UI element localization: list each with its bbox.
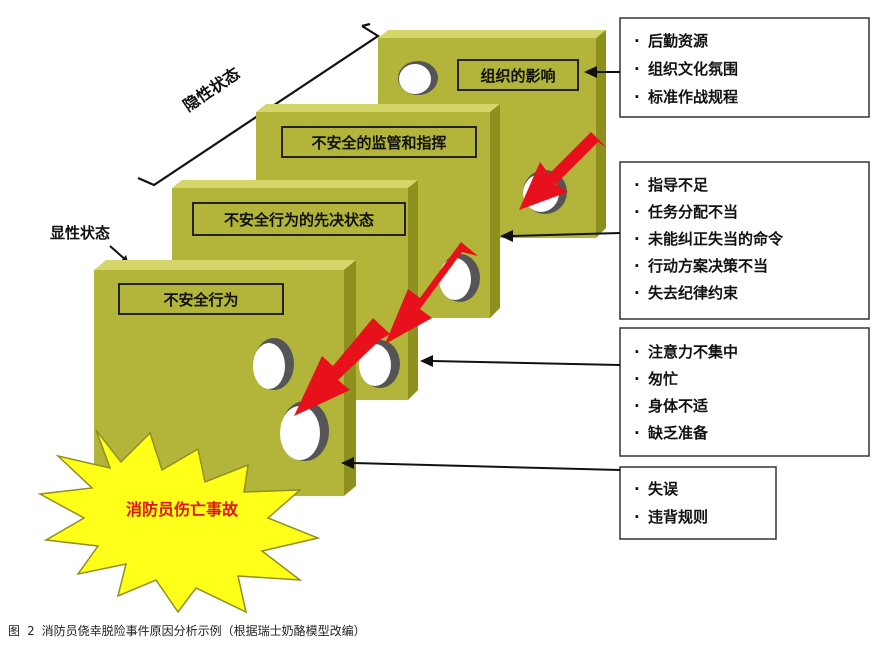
figure-caption: 图 2 消防员侥幸脱险事件原因分析示例（根据瑞士奶酪模型改编） bbox=[8, 624, 366, 638]
factor-box-preconditions: · 注意力不集中 · 匆忙 · 身体不适 · 缺乏准备 bbox=[619, 327, 870, 457]
hazard-trajectory bbox=[294, 132, 607, 416]
trajectory-arrow bbox=[519, 132, 607, 210]
factor-item: 缺乏准备 bbox=[647, 424, 709, 442]
layer-side bbox=[344, 260, 356, 496]
factor-box bbox=[619, 466, 777, 540]
factor-bullet: · bbox=[634, 176, 640, 194]
connector-arrowhead bbox=[500, 230, 513, 242]
latent-bracket-tip-top bbox=[361, 22, 371, 28]
factor-box bbox=[619, 17, 870, 118]
factor-bullet: · bbox=[634, 257, 640, 275]
layer-side bbox=[490, 104, 500, 318]
factor-box-unsafe-acts: · 失误 · 违背规则 bbox=[619, 466, 777, 540]
layer-label: 组织的影响 bbox=[480, 67, 555, 85]
layer-label: 不安全行为 bbox=[163, 291, 238, 309]
factor-bullet: · bbox=[634, 60, 640, 78]
factor-item: 匆忙 bbox=[647, 370, 678, 388]
factor-item: 未能纠正失当的命令 bbox=[647, 230, 784, 248]
factor-item: 注意力不集中 bbox=[648, 343, 738, 361]
cheese-hole bbox=[359, 344, 391, 386]
connector-arrowhead bbox=[420, 355, 433, 367]
factor-bullet: · bbox=[634, 88, 640, 106]
connector-arrowhead bbox=[584, 66, 597, 78]
factor-bullet: · bbox=[634, 230, 640, 248]
connector-line bbox=[431, 360, 621, 366]
factor-item: 身体不适 bbox=[648, 397, 708, 415]
factor-box bbox=[619, 161, 870, 320]
layer-top bbox=[256, 104, 500, 112]
layer-label-box bbox=[457, 59, 579, 91]
factor-box bbox=[619, 327, 870, 457]
layer-label-box bbox=[192, 202, 406, 236]
active-label: 显性状态 bbox=[50, 224, 110, 242]
factor-bullet: · bbox=[634, 480, 640, 498]
factor-bullet: · bbox=[634, 397, 640, 415]
factor-item: 任务分配不当 bbox=[647, 203, 738, 221]
factor-bullet: · bbox=[634, 343, 640, 361]
factor-item: 失去纪律约束 bbox=[648, 284, 739, 302]
factor-item: 后勤资源 bbox=[648, 32, 708, 50]
factor-bullet: · bbox=[634, 508, 640, 526]
factor-item: 行动方案决策不当 bbox=[647, 257, 768, 275]
cheese-hole bbox=[253, 343, 285, 389]
factor-bullet: · bbox=[634, 203, 640, 221]
layer-top bbox=[94, 260, 356, 270]
factor-bullet: · bbox=[634, 370, 640, 388]
factor-item: 违背规则 bbox=[648, 508, 708, 526]
trajectory-arrow bbox=[294, 318, 390, 416]
factor-bullet: · bbox=[634, 284, 640, 302]
factor-item: 失误 bbox=[648, 480, 679, 498]
accident-burst bbox=[37, 429, 321, 614]
factor-item: 指导不足 bbox=[648, 176, 709, 194]
trajectory-arrow bbox=[385, 242, 478, 344]
connector-line bbox=[511, 232, 621, 237]
latent-label: 隐性状态 bbox=[180, 64, 244, 116]
layer-side bbox=[408, 180, 418, 400]
layer-side bbox=[596, 30, 606, 238]
layer-label: 不安全行为的先决状态 bbox=[224, 211, 374, 229]
accident-label: 消防员伤亡事故 bbox=[126, 500, 239, 519]
cheese-hole bbox=[280, 406, 320, 460]
factor-bullet: · bbox=[634, 32, 640, 50]
cheese-hole bbox=[399, 64, 431, 94]
factor-connectors bbox=[341, 66, 621, 471]
connector-arrowhead bbox=[341, 457, 354, 469]
layer-label-box bbox=[281, 126, 477, 158]
connector-line bbox=[352, 462, 621, 471]
factor-box-organizational: · 后勤资源 · 组织文化氛围 · 标准作战规程 bbox=[619, 17, 870, 118]
factor-bullet: · bbox=[634, 424, 640, 442]
layer-top bbox=[378, 30, 606, 38]
layer-label-box bbox=[118, 283, 284, 315]
factor-item: 标准作战规程 bbox=[647, 88, 738, 106]
layer-label: 不安全的监管和指挥 bbox=[311, 134, 446, 152]
factor-item: 组织文化氛围 bbox=[648, 60, 738, 78]
layer-unsafe-acts: 不安全行为 bbox=[94, 260, 356, 496]
factor-box-supervision: · 指导不足 · 任务分配不当 · 未能纠正失当的命令 · 行动方案决策不当 ·… bbox=[619, 161, 870, 320]
layer-top bbox=[172, 180, 418, 188]
cheese-hole bbox=[439, 258, 471, 300]
